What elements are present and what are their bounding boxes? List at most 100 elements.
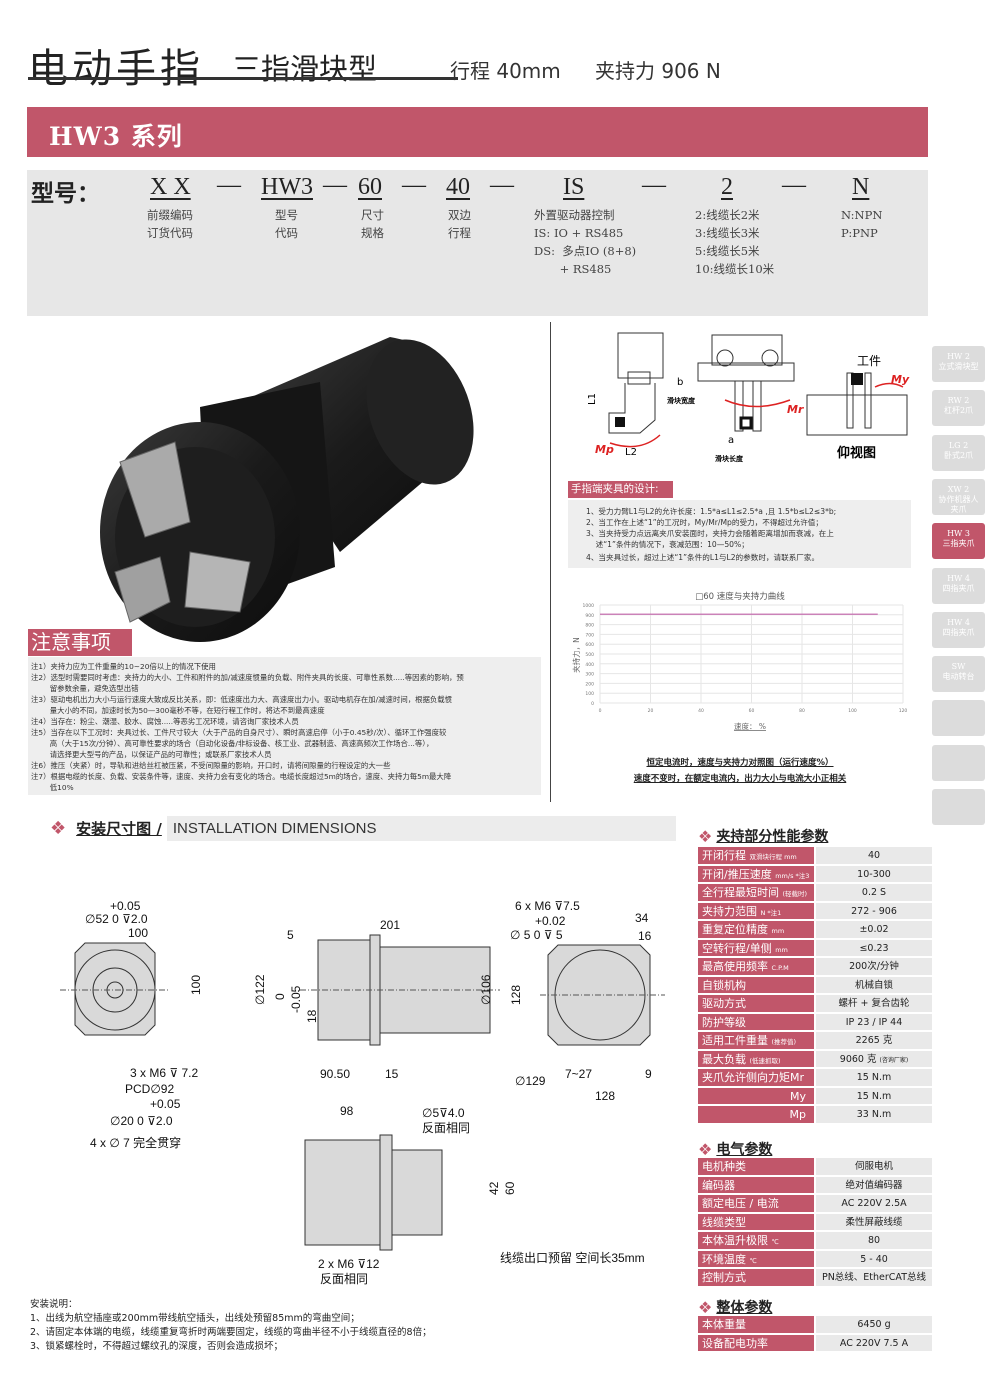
page-subtitle: 三指滑块型: [232, 52, 378, 86]
param-value: ≤0.23: [816, 939, 932, 957]
param-label: Mp: [789, 1108, 806, 1121]
model-code-stroke: 40: [446, 174, 470, 200]
sidebar-tab-7[interactable]: SW 电动转台: [932, 656, 985, 693]
dimension-label: 3 x M6 ⊽ 7.2: [130, 1066, 198, 1080]
param-value: 5 - 40: [816, 1250, 932, 1268]
title-underline: [28, 77, 458, 80]
page-title: 电动手指: [28, 46, 204, 92]
param-name: 防护等级: [698, 1013, 814, 1031]
x-tick-label: 60: [749, 708, 755, 714]
param-name: 开闭/推压速度 mm/s *注3: [698, 865, 814, 883]
param-label: 设备配电功率: [702, 1336, 768, 1350]
param-label: 夹持力范围: [702, 904, 757, 918]
y-tick-label: 200: [585, 681, 594, 687]
sidebar-tab-9[interactable]: [932, 744, 985, 781]
series-banner: HW3 系列: [27, 107, 928, 157]
param-row: 空转行程/单侧 mm≤0.23: [698, 939, 932, 957]
model-code-panel: 型号： X X — HW3 — 60 — 40 — IS — 2 — N 前缀编…: [27, 170, 928, 316]
dimension-label: 5: [287, 928, 294, 942]
param-label: 夹爪允许侧向力矩Mr: [702, 1071, 805, 1084]
perf-title: 夹持部分性能参数: [716, 829, 829, 845]
dimension-label: ∅122: [253, 974, 267, 1005]
param-value: AC 220V 2.5A: [816, 1195, 932, 1213]
param-unit: (推荐值): [771, 1038, 797, 1046]
param-value: 绝对值编码器: [816, 1176, 932, 1194]
series-title: HW3 系列: [49, 122, 183, 151]
Mr-label: Mr: [787, 403, 804, 416]
sidebar-tab-5[interactable]: HW 4 四指夹爪: [932, 567, 985, 604]
column-divider: [550, 322, 551, 802]
sidebar-tab-4[interactable]: HW 3 三指夹爪: [932, 523, 985, 560]
model-code-output: N: [852, 174, 870, 200]
param-value: 6450 g: [816, 1316, 932, 1334]
param-label: 最大负载: [702, 1052, 746, 1066]
param-value: AC 220V 7.5 A: [816, 1334, 932, 1352]
param-row: 编码器绝对值编码器: [698, 1176, 932, 1194]
dash: —: [402, 172, 426, 198]
sidebar-tab-6[interactable]: HW 4 四指夹爪: [932, 611, 985, 648]
model-desc-output: N:NPN P:PNP: [841, 208, 883, 240]
dimension-label: 2 x M6 ⊽12: [318, 1257, 380, 1271]
x-axis-label: 速度： %: [734, 721, 766, 731]
param-value: 伺服电机: [816, 1158, 932, 1176]
Mp-label: Mp: [595, 443, 614, 456]
param-row: 最大负载 (低速抓取)9060 克 (咨询厂家): [698, 1050, 932, 1068]
param-unit: ℃: [749, 1256, 757, 1265]
notes-title: 注意事项: [28, 629, 132, 656]
y-tick-label: 400: [585, 662, 594, 668]
model-label: 型号：: [31, 180, 100, 207]
dimension-label: ∅106: [479, 974, 493, 1005]
x-tick-label: 40: [698, 708, 704, 714]
param-name: 开闭行程 双滑块行程 mm: [698, 847, 814, 865]
model-desc-size: 尺寸 规格: [361, 208, 384, 240]
design-note: 4、当夹具过长，超过上述“1”条件的L1与L2的参数时，请联系厂家。: [586, 553, 820, 562]
param-label: 开闭行程: [702, 849, 746, 862]
param-unit: (低速抓取): [749, 1056, 781, 1065]
My-label: My: [891, 373, 910, 386]
param-value: PN总线、EtherCAT总线: [816, 1269, 932, 1287]
diamond-icon: ❖: [698, 826, 713, 846]
design-note: 3、当夹持受力点远离夹爪安装面时，夹持力会随着距离增加而衰减，在上 述“1”条件…: [586, 529, 834, 549]
design-title: 手指端夹具的设计:: [568, 481, 673, 498]
param-name: 驱动方式: [698, 995, 814, 1013]
y-tick-label: 600: [585, 642, 594, 648]
param-value: 33 N.m: [816, 1106, 932, 1124]
force-spec: 夹持力 906 N: [595, 59, 721, 83]
sidebar-tab-10[interactable]: [932, 789, 985, 825]
param-value: 200次/分钟: [816, 958, 932, 976]
param-label: 开闭/推压速度: [702, 867, 772, 881]
param-row: 适用工件重量 (推荐值)2265 克: [698, 1032, 932, 1050]
sidebar-tab-8[interactable]: [932, 700, 985, 737]
dimension-label: 90.50: [320, 1067, 350, 1081]
param-value: 80: [816, 1232, 932, 1250]
note-item: 注6）推压（夹紧）时，导轨和进给丝杠被压紧，不受间隙量的影响，开口时，请将间隙量…: [31, 761, 391, 770]
sidebar-tab-2[interactable]: LG 2 卧式2爪: [932, 434, 985, 471]
param-row: 设备配电功率 AC 220V 7.5 A: [698, 1334, 932, 1352]
sidebar-tab-0[interactable]: HW 2 立式滑块型: [932, 346, 985, 382]
dimension-label: 100: [189, 975, 203, 995]
overall-header: ❖整体参数: [698, 1297, 772, 1317]
sidebar-tab-3[interactable]: XW 2 协作机器人 夹爪: [932, 478, 985, 515]
note-item: 注7）根据电缆的长度、负载、安装条件等，速度、夹持力会有变化的场合。电缆长度超过…: [31, 772, 452, 792]
dimension-label: 60: [503, 1181, 517, 1195]
param-unit: ℃: [771, 1238, 779, 1246]
model-desc-prefix: 前缀编码 订货代码: [147, 208, 193, 240]
param-label: 适用工件重量: [702, 1034, 768, 1047]
design-note: 1、受力力臂L1与L2的允许长度：1.5*a≤L1≤2.5*a ,且 1.5*b…: [586, 507, 837, 516]
param-name: 环境温度 ℃: [698, 1250, 814, 1268]
dimension-label: 34: [635, 911, 649, 925]
x-tick-label: 0: [599, 708, 602, 714]
sidebar-tab-1[interactable]: RW 2 杠杆2爪: [932, 390, 985, 427]
x-tick-label: 20: [648, 708, 654, 714]
param-label: 驱动方式: [702, 997, 746, 1010]
model-code-type: HW3: [261, 174, 313, 200]
perf-header: ❖夹持部分性能参数: [698, 826, 828, 846]
y-tick-label: 300: [585, 672, 594, 678]
param-label: 电机种类: [702, 1160, 746, 1173]
dimension-label: -0.05: [289, 985, 303, 1013]
